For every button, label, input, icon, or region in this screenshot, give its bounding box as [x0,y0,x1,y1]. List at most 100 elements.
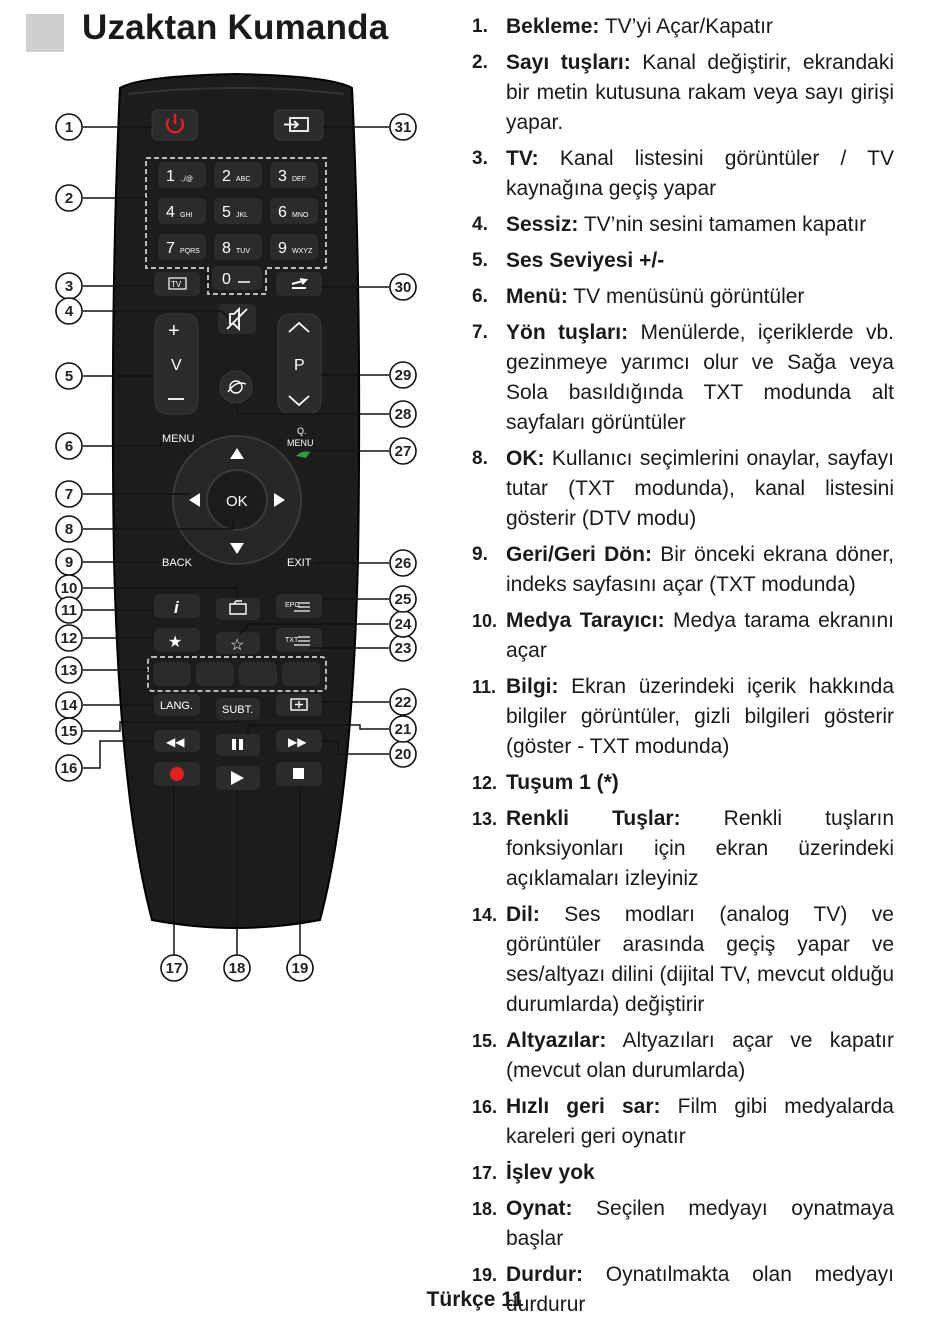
feature-number: 6. [472,286,488,307]
callout-number: 10 [61,580,78,597]
exit-label: EXIT [287,557,312,569]
feature-number: 9. [472,544,488,565]
number-key-letters: DEF [292,176,306,183]
callout-number: 5 [65,368,73,385]
callout-circle-16 [55,754,83,782]
callout-number: 29 [395,367,412,384]
feature-item: 6.Menü: TV menüsünü görüntüler [472,282,894,312]
feature-item: 4.Sessiz: TV’nin sesini tamamen kapatır [472,210,894,240]
number-key-digit: 6 [278,204,287,221]
feature-number: 19. [472,1265,498,1285]
svg-text:▶▶: ▶▶ [288,735,307,749]
callout-circle-11 [55,596,83,624]
callout-number: 26 [395,555,412,572]
callout-circle-4 [55,297,83,325]
volume-rocker [154,313,199,415]
callout-number: 22 [395,694,412,711]
number-key-4 [158,198,206,224]
callout-number: 7 [65,486,73,503]
feature-term: Durdur: [506,1263,583,1286]
number-key-7 [158,234,206,260]
number-key-digit: 9 [278,240,287,257]
number-key-digit: 4 [166,204,175,221]
callout-number: 31 [395,119,412,136]
yellow-key [239,662,277,686]
ok-label: OK [226,493,248,510]
epg-label: EPG [285,602,300,609]
feature-item: 15.Altyazılar: Altyazıları açar ve kapat… [472,1026,894,1086]
feature-term: TV: [506,147,539,170]
callout-circle-17 [160,954,188,982]
feature-item: 7.Yön tuşları: Menülerde, içeriklerde vb… [472,318,894,438]
feature-item: 2.Sayı tuşları: Kanal değiştirir, ekrand… [472,48,894,138]
feature-description: Kanal listesini görüntüler / TV kaynağın… [506,147,894,200]
feature-number: 4. [472,214,488,235]
media-icon [229,600,247,615]
internet-icon [227,380,247,394]
feature-term: Altyazılar: [506,1029,607,1052]
feature-item: 5.Ses Seviyesi +/- [472,246,894,276]
svg-text:+: + [168,320,180,342]
number-key-digit: 5 [222,204,231,221]
callout-number: 9 [65,554,73,571]
favorite-button [216,632,260,654]
feature-number: 5. [472,250,488,271]
callout-number: 6 [65,438,73,455]
callout-circle-13 [55,656,83,684]
up-arrow [230,448,244,459]
lang-label: LANG. [160,700,193,712]
epg-button [276,594,322,618]
feature-number: 1. [472,16,488,37]
feature-term: Hızlı geri sar: [506,1095,661,1118]
callout-number: 13 [61,662,78,679]
svg-text:★: ★ [168,634,182,651]
number-key-letters: WXYZ [292,248,313,255]
mybutton-button [154,628,200,652]
number-key-letters: ABC [236,176,250,183]
swap-icon [291,278,309,289]
feature-number: 18. [472,1199,498,1219]
callout-number: 14 [61,697,78,714]
feature-description: Renkli tuşların fonksiyonları için ekran… [506,807,894,890]
source-icon [284,117,309,132]
feature-term: Medya Tarayıcı: [506,609,665,632]
qmenu-green-mark [296,451,310,458]
media-browser-button [216,598,260,620]
callout-circle-31 [389,113,417,141]
tv-button-label: TV [171,280,182,289]
title-marker [26,14,64,52]
callout-circle-25 [389,585,417,613]
feature-number: 15. [472,1031,498,1051]
info-button [154,594,200,618]
feature-number: 11. [472,677,497,697]
callout-number: 8 [65,521,73,538]
callout-number: 4 [65,303,74,320]
feature-description: Film gibi medyalarda kareleri geri oynat… [506,1095,894,1148]
callout-number: 30 [395,279,412,296]
number-key-letters: PQRS [180,248,200,255]
power-icon [165,114,185,134]
callout-circle-2 [55,184,83,212]
page-footer: Türkçe 11 [426,1288,524,1311]
callout-circle-12 [55,624,83,652]
number-key-0 [212,266,262,290]
feature-item: 14.Dil: Ses modları (analog TV) ve görün… [472,900,894,1020]
feature-item: 8.OK: Kullanıcı seçimlerini onaylar, say… [472,444,894,534]
callout-number: 17 [166,960,183,977]
rewind-button [154,730,200,752]
feature-number: 17. [472,1163,498,1183]
callout-circle-18 [223,954,251,982]
feature-term: Renkli Tuşlar: [506,807,681,830]
feature-number: 14. [472,905,498,925]
feature-item: 13.Renkli Tuşlar: Renkli tuşların fonksi… [472,804,894,894]
feature-number: 16. [472,1097,498,1117]
feature-description: Bir önceki ekrana döner, indeks sayfasın… [506,543,894,596]
callout-number: 11 [61,602,77,619]
callout-circle-22 [389,688,417,716]
right-arrow [274,493,285,507]
play-icon [231,771,244,785]
callout-circle-8 [55,515,83,543]
feature-description: Medya tarama ekranını açar [506,609,895,662]
number-key-digit: 1 [166,168,175,185]
